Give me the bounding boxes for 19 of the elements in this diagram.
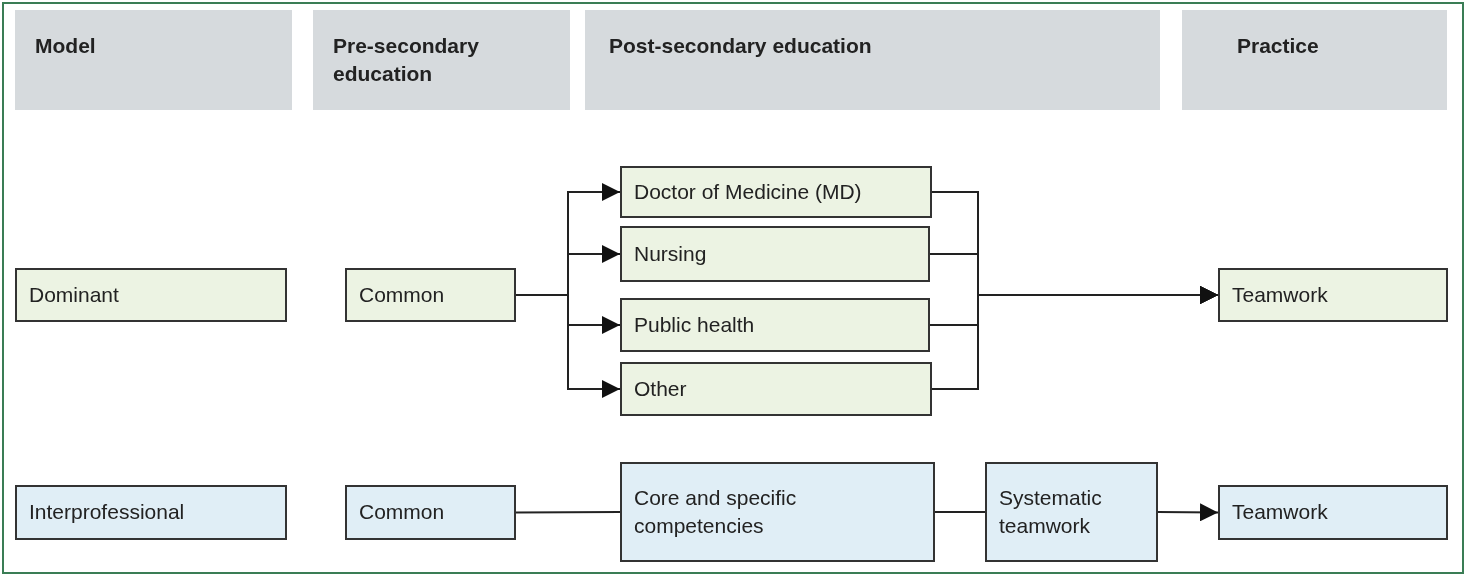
process-box: Dominant [15,268,287,322]
connector-arrow [1157,503,1219,522]
process-box: Public health [620,298,930,352]
process-box: Core and specific competencies [620,462,935,562]
connector-arrow [931,286,1219,390]
column-header: Pre-secondary education [313,10,570,110]
process-box: Common [345,485,516,540]
process-box: Teamwork [1218,485,1448,540]
column-header: Model [15,10,292,110]
process-box: Common [345,268,516,322]
process-box: Teamwork [1218,268,1448,322]
process-box: Nursing [620,226,930,282]
process-box: Systematic teamwork [985,462,1158,562]
column-header: Post-secondary education [585,10,1160,110]
process-box: Doctor of Medicine (MD) [620,166,932,218]
connector-arrow [515,294,621,398]
process-box: Other [620,362,932,416]
column-header: Practice [1182,10,1447,110]
process-box: Interprofessional [15,485,287,540]
